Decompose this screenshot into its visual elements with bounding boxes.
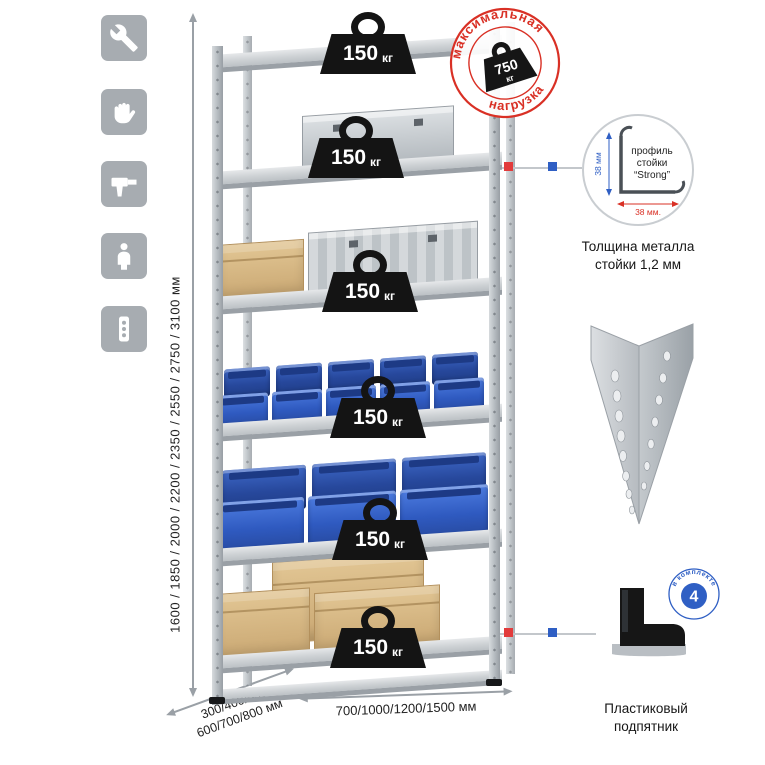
max-load-unit: кг [505, 72, 516, 84]
wrench-icon [101, 15, 147, 61]
gloves-icon [101, 89, 147, 135]
load-value: 150 [354, 528, 391, 551]
load-value: 150 [344, 280, 381, 303]
max-load-value: 750 [493, 56, 520, 79]
foot-caption-line2: подпятник [613, 718, 679, 734]
callout-line [500, 167, 582, 169]
load-unit: кг [384, 288, 396, 303]
height-dimension-label: 1600 / 1850 / 2000 / 2200 / 2350 / 2550 … [167, 276, 183, 633]
profile-hook-right [674, 180, 686, 194]
callout-marker-blue [548, 162, 557, 171]
callout-marker-red [504, 628, 513, 637]
profile-label-2: стойки [637, 158, 668, 169]
quantity-badge: в комплекте 4 [666, 566, 722, 622]
profile-hook-top [619, 125, 633, 137]
width-dimension-label: 700/1000/1200/1500 мм [335, 698, 477, 719]
profile-label-1: профиль [631, 145, 672, 157]
load-unit: кг [394, 536, 406, 551]
load-value: 150 [330, 146, 367, 169]
level-icon [101, 306, 147, 352]
rack-foot [486, 679, 502, 686]
post-profile-detail: 38 мм 38 мм. профиль стойки “Strong” [580, 112, 696, 228]
person-icon [101, 233, 147, 279]
drill-icon [101, 161, 147, 207]
profile-label-3: “Strong” [634, 170, 670, 181]
load-value: 150 [352, 636, 389, 659]
profile-dim-horizontal: 38 мм. [635, 207, 661, 217]
callout-marker-red [504, 162, 513, 171]
rack-post-front-right [489, 28, 500, 682]
foot-caption-line1: Пластиковый [604, 701, 688, 716]
profile-caption-line1: Толщина металла [581, 239, 695, 254]
height-dimension-arrow [189, 13, 197, 697]
load-unit: кг [382, 50, 394, 65]
foot-caption: Пластиковый подпятник [558, 700, 734, 735]
depth-dimension: 300/400/500 600/700/800 мм [168, 668, 304, 748]
plastic-foot-image [598, 580, 698, 675]
load-unit: кг [392, 414, 404, 429]
profile-dim-vertical: 38 мм [593, 152, 603, 176]
callout-marker-blue [548, 628, 557, 637]
profile-caption-line2: стойки 1,2 мм [594, 256, 682, 272]
load-value: 150 [342, 42, 379, 65]
load-unit: кг [370, 154, 382, 169]
load-value: 150 [352, 406, 389, 429]
rack-post-back-left [243, 36, 252, 686]
profile-angle [619, 136, 675, 194]
load-unit: кг [392, 644, 404, 659]
rack-post-front-left [212, 46, 223, 700]
weight-icon [483, 47, 538, 93]
badge-value: 4 [690, 589, 699, 606]
rack-post-back-right [506, 22, 515, 674]
profile-caption: Толщина металла стойки 1,2 мм [553, 238, 723, 273]
rack-foot [209, 697, 225, 704]
max-load-stamp: максимальная нагрузка 750 кг [433, 0, 577, 135]
angle-post-image [585, 316, 700, 531]
